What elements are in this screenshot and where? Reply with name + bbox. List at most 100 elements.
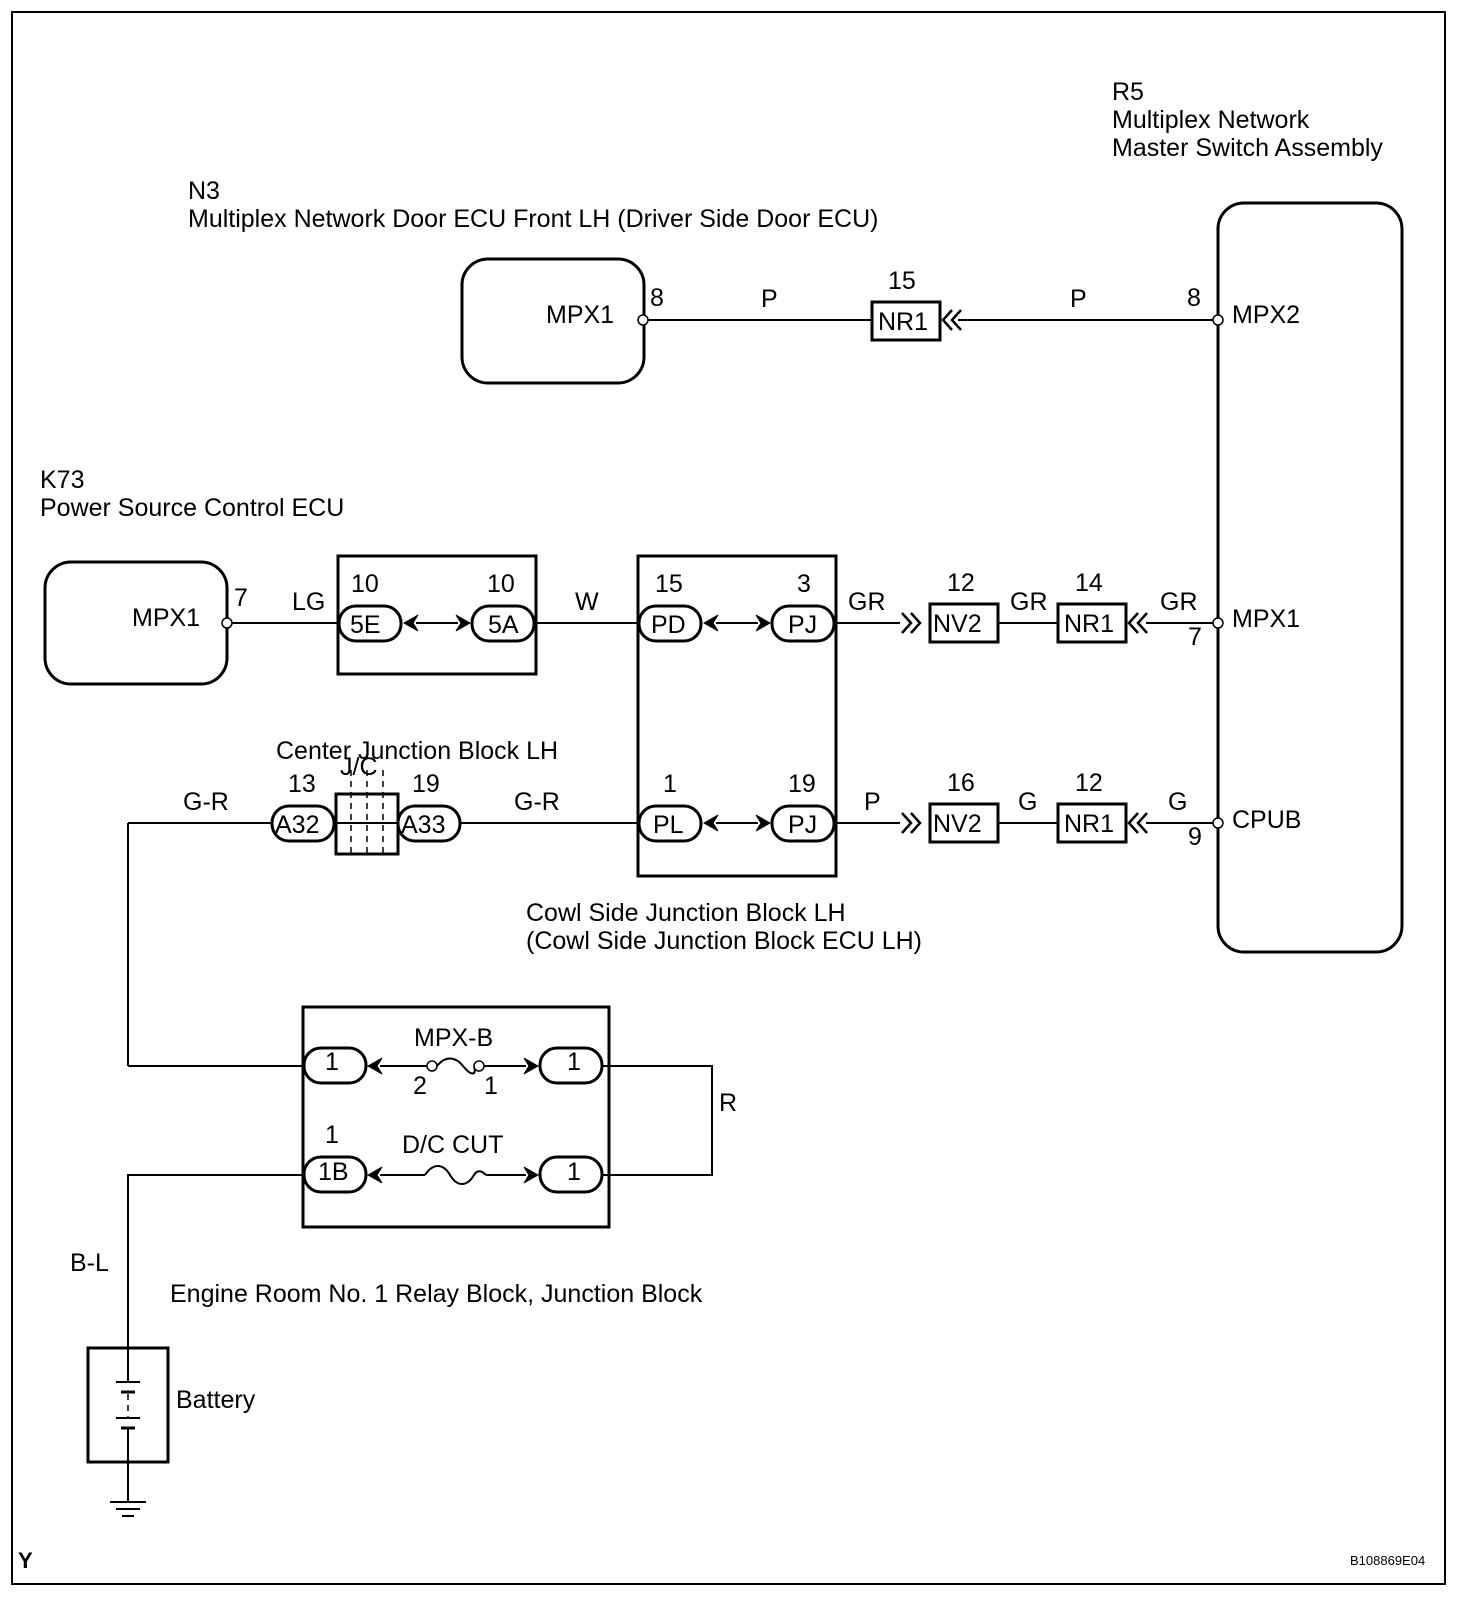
r5-cpub-terminal bbox=[1212, 817, 1224, 829]
nv2-top-chevron-icon bbox=[901, 612, 922, 634]
arrow-5a-icon bbox=[455, 614, 472, 632]
arrow-pj-bot-icon bbox=[755, 814, 772, 832]
conn-er-1a bbox=[302, 1046, 368, 1085]
cowl-jb-name-line1: Cowl Side Junction Block LH bbox=[526, 899, 846, 927]
nr1-bot-label: NR1 bbox=[1064, 810, 1114, 838]
nr1-mid-num: 14 bbox=[1075, 569, 1103, 597]
center-jb-jc: J/C bbox=[340, 753, 378, 781]
conn-pd-label: PD bbox=[651, 611, 686, 639]
k73-pin: MPX1 bbox=[132, 604, 200, 632]
nr1-top-num: 15 bbox=[888, 267, 916, 295]
junction-5e-5a-box bbox=[336, 554, 538, 676]
k73-name: Power Source Control ECU bbox=[40, 494, 344, 522]
conn-pd-num: 15 bbox=[655, 570, 683, 598]
conn-pl-num: 1 bbox=[663, 770, 677, 798]
arrow-er-1B-icon bbox=[366, 1166, 383, 1184]
battery-label: Battery bbox=[176, 1386, 256, 1414]
conn-er-1B-label: 1B bbox=[318, 1158, 349, 1186]
conn-pl bbox=[637, 804, 703, 843]
footer-code: B108869E04 bbox=[1350, 1553, 1425, 1568]
conn-a32 bbox=[270, 804, 336, 843]
arrow-pj-top-icon bbox=[755, 614, 772, 632]
engine-rb-name: Engine Room No. 1 Relay Block, Junction … bbox=[170, 1280, 703, 1308]
nr1-top-chevron-icon bbox=[941, 309, 962, 331]
wire-label-n3-left: P bbox=[761, 285, 778, 313]
nv2-bot-label: NV2 bbox=[933, 810, 982, 838]
r5-name-line2: Master Switch Assembly bbox=[1112, 134, 1383, 162]
nv2-bot-chevron-icon bbox=[901, 812, 922, 834]
dccut-fuse-icon bbox=[424, 1165, 487, 1185]
n3-name: Multiplex Network Door ECU Front LH (Dri… bbox=[188, 205, 878, 233]
conn-5a bbox=[470, 604, 536, 643]
conn-er-1c-label: 1 bbox=[567, 1158, 581, 1186]
wire-label-g2: G bbox=[1168, 788, 1187, 816]
wire-label-gr2: GR bbox=[1010, 588, 1048, 616]
r5-mpx2-terminal bbox=[1212, 314, 1224, 326]
nr1-bot-chevron-icon bbox=[1127, 812, 1148, 834]
k73-terminal bbox=[221, 617, 233, 629]
conn-er-1B-num: 1 bbox=[325, 1121, 339, 1149]
wire-label-bl: B-L bbox=[70, 1249, 109, 1277]
arrow-er-1b-icon bbox=[523, 1057, 540, 1075]
mpxb-fuse-icon bbox=[436, 1057, 476, 1075]
conn-pj-bot-num: 19 bbox=[788, 770, 816, 798]
nv2-bot-num: 16 bbox=[947, 769, 975, 797]
wire-label-gr-mid: G-R bbox=[514, 788, 560, 816]
fuse-dccut-label: D/C CUT bbox=[402, 1131, 503, 1159]
conn-5e bbox=[337, 604, 403, 643]
arrow-5e-icon bbox=[402, 614, 419, 632]
wire-label-gr-left: G-R bbox=[183, 788, 229, 816]
wire-label-g1: G bbox=[1018, 788, 1037, 816]
conn-er-1b-label: 1 bbox=[567, 1048, 581, 1076]
r5-name-line1: Multiplex Network bbox=[1112, 106, 1310, 134]
nr1-mid-chevron-icon bbox=[1127, 612, 1148, 634]
wire-label-n3-right: P bbox=[1070, 285, 1087, 313]
nr1-bot-num: 12 bbox=[1075, 769, 1103, 797]
arrow-er-1c-icon bbox=[523, 1166, 540, 1184]
conn-pd bbox=[637, 604, 703, 643]
conn-a32-label: A32 bbox=[275, 811, 319, 839]
conn-pj-top-label: PJ bbox=[788, 611, 817, 639]
r5-master-switch-box bbox=[1216, 201, 1404, 954]
mpxb-terminal-right bbox=[473, 1060, 485, 1072]
center-jb-name: Center Junction Block LH bbox=[276, 737, 558, 765]
conn-5e-label: 5E bbox=[350, 611, 381, 639]
r5-code: R5 bbox=[1112, 78, 1144, 106]
fuse-mpxb-pin-left: 2 bbox=[413, 1072, 427, 1100]
r5-pin-mpx2: MPX2 bbox=[1232, 301, 1300, 329]
conn-a33-num: 19 bbox=[412, 770, 440, 798]
nr1-mid-connector bbox=[1056, 602, 1128, 644]
fuse-mpxb-label: MPX-B bbox=[414, 1024, 493, 1052]
wire-label-gr3: GR bbox=[1160, 588, 1198, 616]
conn-pj-top-num: 3 bbox=[797, 570, 811, 598]
r5-pin-cpub-num: 9 bbox=[1188, 823, 1202, 851]
conn-pl-label: PL bbox=[653, 811, 684, 839]
conn-a32-num: 13 bbox=[288, 770, 316, 798]
wire-label-w: W bbox=[575, 588, 599, 616]
r5-pin-mpx2-num: 8 bbox=[1187, 284, 1201, 312]
n3-code: N3 bbox=[188, 177, 220, 205]
ground-icon bbox=[110, 1462, 146, 1517]
mpxb-terminal-left bbox=[426, 1060, 438, 1072]
conn-5a-num: 10 bbox=[487, 570, 515, 598]
k73-pin-num: 7 bbox=[234, 584, 248, 612]
r5-pin-mpx1-num: 7 bbox=[1188, 623, 1202, 651]
cowl-jb-name-line2: (Cowl Side Junction Block ECU LH) bbox=[526, 927, 922, 955]
nr1-top-label: NR1 bbox=[878, 308, 928, 336]
conn-5a-label: 5A bbox=[488, 611, 519, 639]
wire-r-loop bbox=[602, 1065, 713, 1176]
r5-mpx1-terminal bbox=[1212, 617, 1224, 629]
arrow-pl-icon bbox=[702, 814, 719, 832]
n3-pin: MPX1 bbox=[546, 301, 614, 329]
diagram-frame bbox=[11, 11, 1446, 1585]
conn-pj-bot bbox=[770, 804, 836, 843]
nr1-bot-connector bbox=[1056, 802, 1128, 844]
wire-label-gr1: GR bbox=[848, 588, 886, 616]
k73-code: K73 bbox=[40, 466, 84, 494]
r5-pin-cpub: CPUB bbox=[1232, 806, 1301, 834]
arrow-er-1a-icon bbox=[366, 1057, 383, 1075]
n3-terminal bbox=[637, 314, 649, 326]
wire-label-p-bot: P bbox=[864, 788, 881, 816]
wire-label-r: R bbox=[719, 1089, 737, 1117]
